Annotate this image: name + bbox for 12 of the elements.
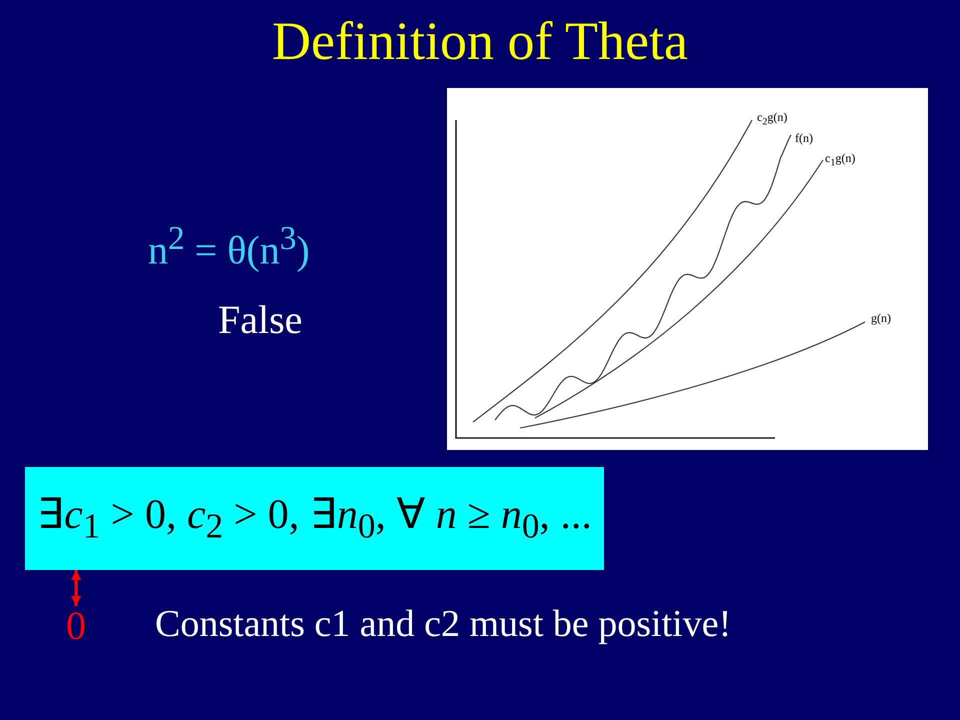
- curve-label: f(n): [795, 132, 813, 144]
- slide-title: Definition of Theta: [272, 11, 688, 71]
- note-text: Constants c1 and c2 must be positive!: [155, 605, 732, 643]
- math-formula: ∃c$_{1}$ > 0, c$_{2}$ > 0, ∃n$_{0}$, ∀ n ≥ n$_{0}$, ...: [37, 492, 592, 546]
- formula-box: [25, 467, 604, 570]
- curve-label: g(n): [871, 312, 891, 324]
- equation-text: n$^{2}$ = θ(n$^{3}$): [148, 222, 310, 270]
- answer-text: False: [218, 300, 302, 340]
- curve-label: c$_{2}$g(n): [757, 111, 788, 128]
- double-arrow: [71, 570, 81, 606]
- annotation-number: 0: [66, 606, 86, 646]
- curve-label: c$_{1}$g(n): [825, 152, 856, 168]
